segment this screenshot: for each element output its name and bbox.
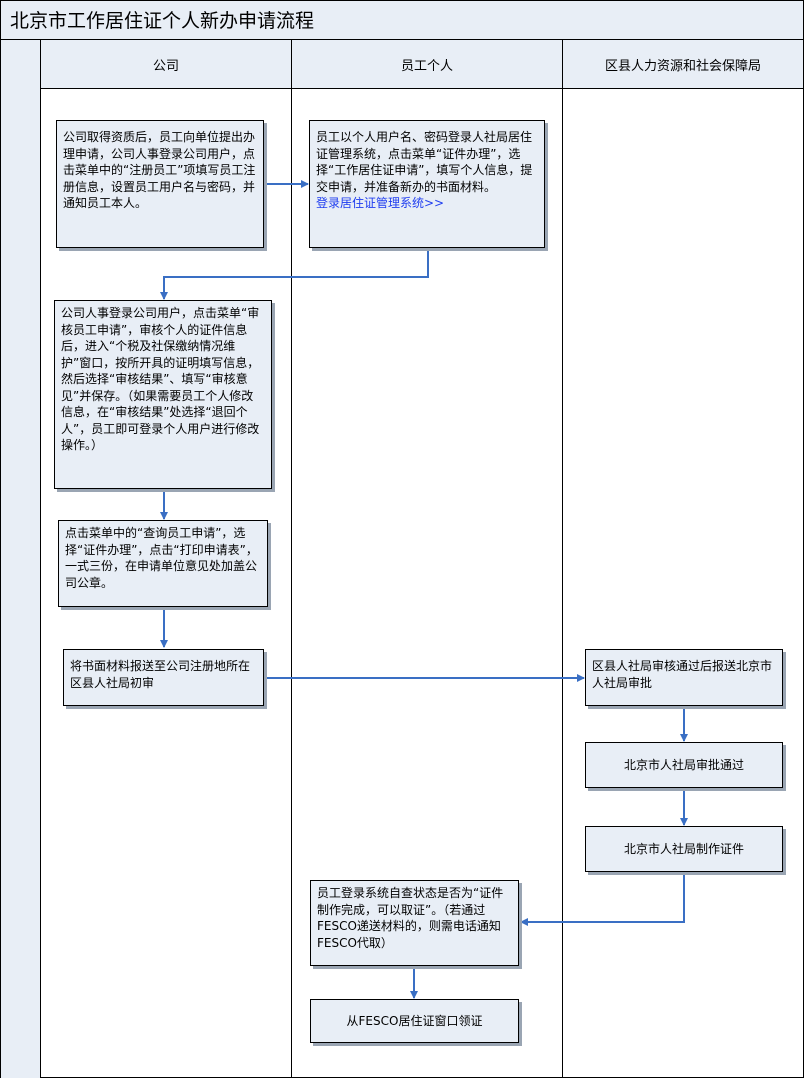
step-employee-apply-text: 员工以个人用户名、密码登录人社局居住证管理系统，点击菜单“证件办理”，选择“工作… [316,130,533,194]
step-collect-certificate-text: 从FESCO居住证窗口领证 [346,1013,483,1028]
step-collect-certificate: 从FESCO居住证窗口领证 [310,999,519,1043]
step-city-approval: 北京市人社局审批通过 [585,742,783,788]
lane-company [41,40,292,1078]
step-check-status: 员工登录系统自查状态是否为“证件制作完成，可以取证”。（若通过FESCO递送材料… [310,880,519,966]
pool-side-column [0,40,41,1078]
step-register-employee-text: 公司取得资质后，员工向单位提出办理申请，公司人事登录公司用户，点击菜单中的“注册… [63,130,256,210]
diagram-title-bar [0,0,804,40]
step-company-review-text: 公司人事登录公司用户，点击菜单“审核员工申请”，审核个人的证件信息后，进入“个税… [61,306,260,452]
step-district-review-text: 区县人社局审核通过后报送北京市人社局审批 [592,659,773,690]
lane-header-bureau: 区县人力资源和社会保障局 [563,40,804,89]
step-register-employee: 公司取得资质后，员工向单位提出办理申请，公司人事登录公司用户，点击菜单中的“注册… [56,120,264,248]
lane-header-company: 公司 [41,40,292,89]
lane-header-employee: 员工个人 [292,40,563,89]
step-city-approval-text: 北京市人社局审批通过 [623,757,744,772]
step-submit-materials: 将书面材料报送至公司注册地所在区县人社局初审 [63,649,264,706]
step-print-application-text: 点击菜单中的“查询员工申请”，选择“证件办理”，点击“打印申请表”，一式三份，在… [65,526,258,590]
step-make-certificate-text: 北京市人社局制作证件 [623,841,744,856]
lane-employee [292,40,563,1078]
diagram-title: 北京市工作居住证个人新办申请流程 [10,10,315,32]
step-print-application: 点击菜单中的“查询员工申请”，选择“证件办理”，点击“打印申请表”，一式三份，在… [58,520,268,607]
step-make-certificate: 北京市人社局制作证件 [585,826,783,872]
step-employee-apply: 员工以个人用户名、密码登录人社局居住证管理系统，点击菜单“证件办理”，选择“工作… [309,120,545,248]
step-company-review: 公司人事登录公司用户，点击菜单“审核员工申请”，审核个人的证件信息后，进入“个税… [54,300,272,489]
lane-bureau [563,40,804,1078]
step-district-review: 区县人社局审核通过后报送北京市人社局审批 [585,649,783,706]
login-system-link[interactable]: 登录居住证管理系统>> [316,196,445,210]
step-check-status-text: 员工登录系统自查状态是否为“证件制作完成，可以取证”。（若通过FESCO递送材料… [317,886,504,950]
step-submit-materials-text: 将书面材料报送至公司注册地所在区县人社局初审 [70,659,251,690]
